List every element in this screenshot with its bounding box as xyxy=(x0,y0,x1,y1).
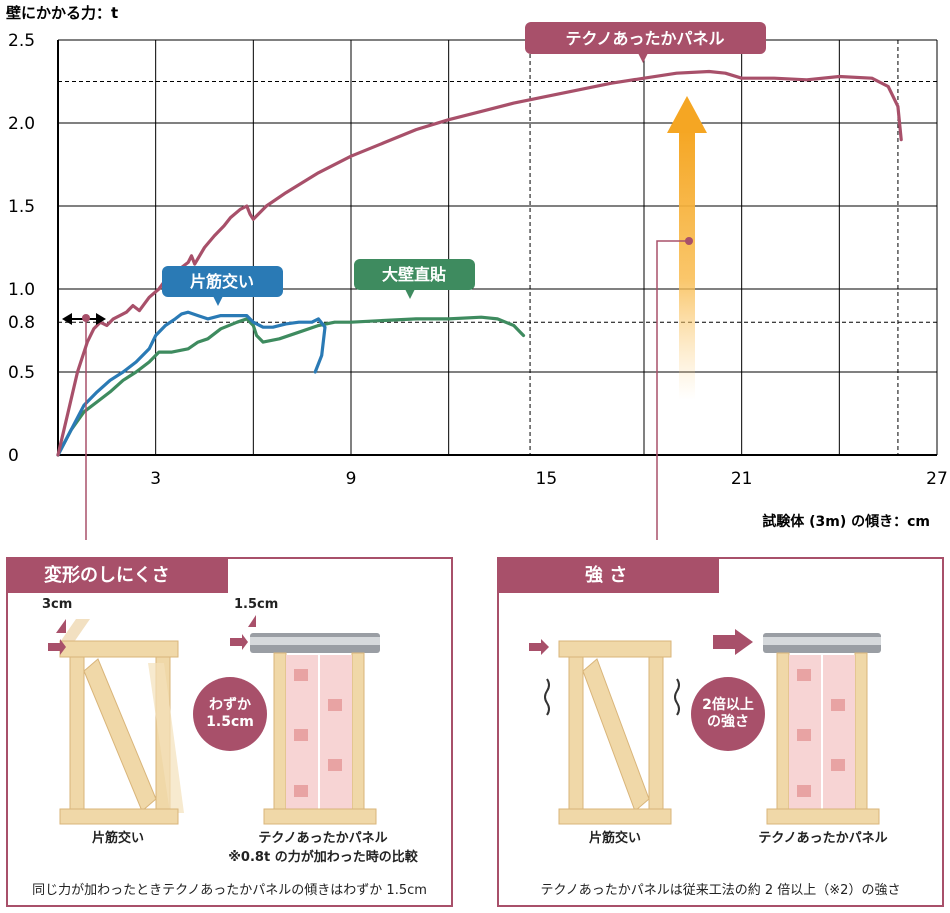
badge-double-line1: 2倍以上 xyxy=(702,696,754,713)
panel-strength-illustrations xyxy=(529,629,881,825)
panel-deformation-footer: 同じ力が加わったときテクノあったかパネルの傾きはわずか 1.5cm xyxy=(32,883,427,898)
x-tick-labels: 3 9 15 21 27 xyxy=(150,469,948,489)
offset-label-15cm: 1.5cm xyxy=(234,597,279,612)
panel-strength-footer: テクノあったかパネルは従来工法の約 2 倍以上（※2）の強さ xyxy=(540,883,901,898)
caption-note: ※0.8t の力が加わった時の比較 xyxy=(228,850,418,865)
panel-strength: 強 さ 2倍以上の強さ 片筋交 xyxy=(497,557,944,907)
label-brace: 片筋交い xyxy=(162,266,283,306)
label-techno-text: テクノあったかパネル xyxy=(565,29,724,48)
x-tick-label: 3 xyxy=(150,469,161,489)
label-wall: 大壁直貼 xyxy=(354,259,475,299)
caption-brace: 片筋交い xyxy=(91,831,144,846)
x-tick-label: 9 xyxy=(346,469,357,489)
label-wall-text: 大壁直貼 xyxy=(382,265,446,284)
y-tick-label: 2.0 xyxy=(8,114,35,134)
y-tick-label: 0 xyxy=(8,446,19,466)
y-tick-label: 1.0 xyxy=(8,280,35,300)
connector-lines xyxy=(82,237,693,540)
series-line xyxy=(56,69,903,457)
axes xyxy=(57,40,937,456)
reference-lines xyxy=(58,40,937,455)
x-tick-label: 27 xyxy=(926,469,948,489)
panel-deformation-illustrations xyxy=(48,615,380,825)
panel-deformation-title: 変形のしにくさ xyxy=(8,559,228,593)
label-techno: テクノあったかパネル xyxy=(525,22,766,63)
badge-double: 2倍以上の強さ xyxy=(691,677,765,751)
test-chart: 0 0.5 0.8 1.0 1.5 2.0 2.5 3 9 15 21 27 壁にかかる力：t 試験… xyxy=(6,4,948,540)
y-tick-labels: 0 0.5 0.8 1.0 1.5 2.0 2.5 xyxy=(8,31,35,466)
panel-strength-title: 強 さ xyxy=(499,559,719,593)
y-axis-label: 壁にかかる力：t xyxy=(6,4,118,22)
y-tick-label: 1.5 xyxy=(8,197,35,217)
x-tick-label: 21 xyxy=(731,469,753,489)
grid-lines xyxy=(58,39,938,455)
brace-frame-icon xyxy=(529,639,680,825)
y-tick-label: 0.8 xyxy=(8,313,35,333)
caption-brace: 片筋交い xyxy=(588,831,641,846)
badge-slight-line2: 1.5cm xyxy=(206,714,254,730)
series-line xyxy=(56,310,327,457)
caption-techno: テクノあったかパネル xyxy=(758,831,888,846)
strength-arrow-icon xyxy=(667,96,707,400)
offset-label-3cm: 3cm xyxy=(42,597,73,612)
y-tick-label: 2.5 xyxy=(8,31,35,51)
brace-frame-icon xyxy=(48,619,184,825)
badge-double-line2: の強さ xyxy=(707,714,749,730)
techno-panel-frame-icon xyxy=(230,615,380,825)
label-brace-text: 片筋交い xyxy=(190,272,254,291)
y-tick-label: 0.5 xyxy=(8,363,35,383)
x-tick-label: 15 xyxy=(536,469,558,489)
badge-slight-line1: わずか xyxy=(209,696,251,713)
panel-deformation: 変形のしにくさ xyxy=(6,557,453,907)
techno-panel-frame-icon xyxy=(713,629,881,825)
caption-techno: テクノあったかパネル xyxy=(258,831,388,846)
x-axis-label: 試験体 (3m) の傾き：cm xyxy=(762,513,930,530)
series-line xyxy=(56,315,526,457)
series-lines xyxy=(56,69,903,457)
